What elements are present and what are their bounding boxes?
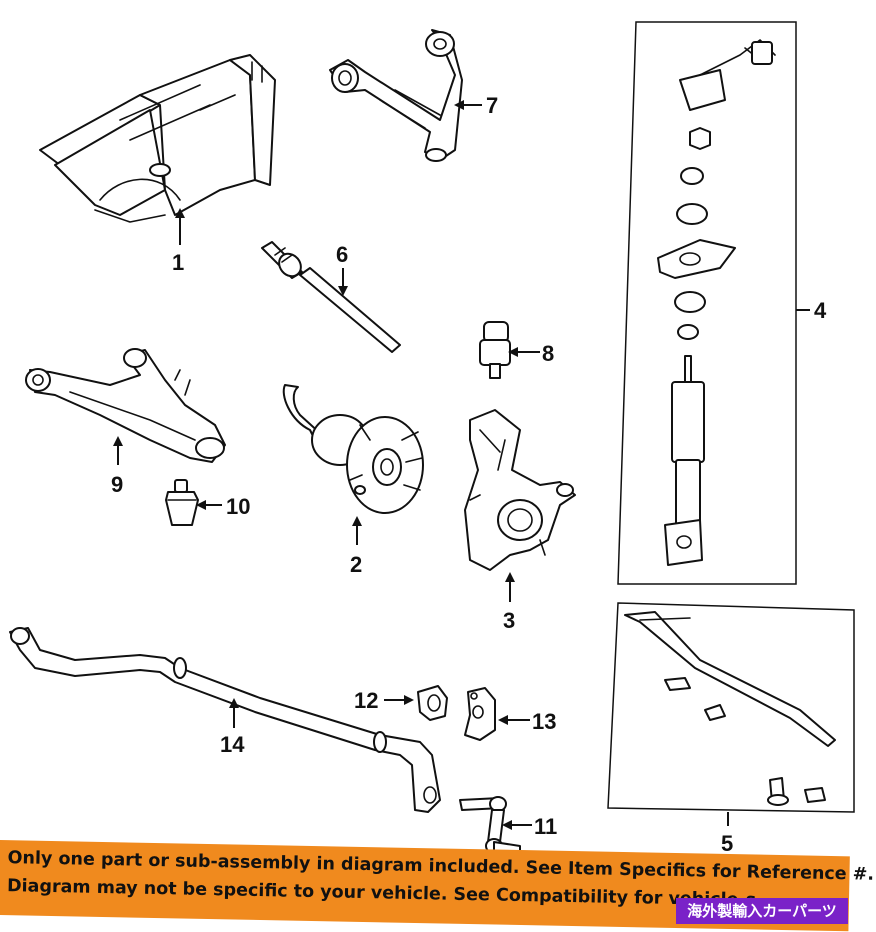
callout-9: 9 [111, 472, 123, 497]
callout-4: 4 [814, 298, 827, 323]
part-9-lower-control-arm [25, 348, 226, 463]
part-12-stabilizer-bushing [417, 685, 448, 721]
part-4-shock-absorber-assembly [617, 21, 797, 585]
callout-13: 13 [532, 709, 556, 734]
callout-12: 12 [354, 688, 378, 713]
part-5-crossmember-brace [607, 602, 855, 813]
part-6-inner-tie-rod [261, 241, 401, 353]
callout-2: 2 [350, 552, 362, 577]
callout-1: 1 [172, 250, 184, 275]
part-10-ball-joint [165, 479, 199, 526]
callout-10: 10 [226, 494, 250, 519]
callout-5: 5 [721, 831, 733, 856]
disclaimer-line-2: Diagram may not be specific to your vehi… [6, 876, 757, 911]
callout-8: 8 [542, 341, 554, 366]
part-1-frame [39, 54, 276, 223]
callout-3: 3 [503, 608, 515, 633]
callout-7: 7 [486, 93, 498, 118]
part-8-outer-tie-rod-end [479, 321, 511, 379]
import-parts-badge: 海外製輸入カーパーツ [676, 898, 848, 924]
callout-6: 6 [336, 242, 348, 267]
part-14-stabilizer-bar [9, 627, 441, 813]
callout-11: 11 [534, 814, 557, 839]
part-7-upper-control-arm [329, 29, 463, 162]
part-3-steering-knuckle [464, 409, 576, 571]
part-2-hub-assembly [282, 384, 424, 514]
part-13-bushing-clamp [464, 687, 496, 741]
callout-14: 14 [220, 732, 245, 757]
